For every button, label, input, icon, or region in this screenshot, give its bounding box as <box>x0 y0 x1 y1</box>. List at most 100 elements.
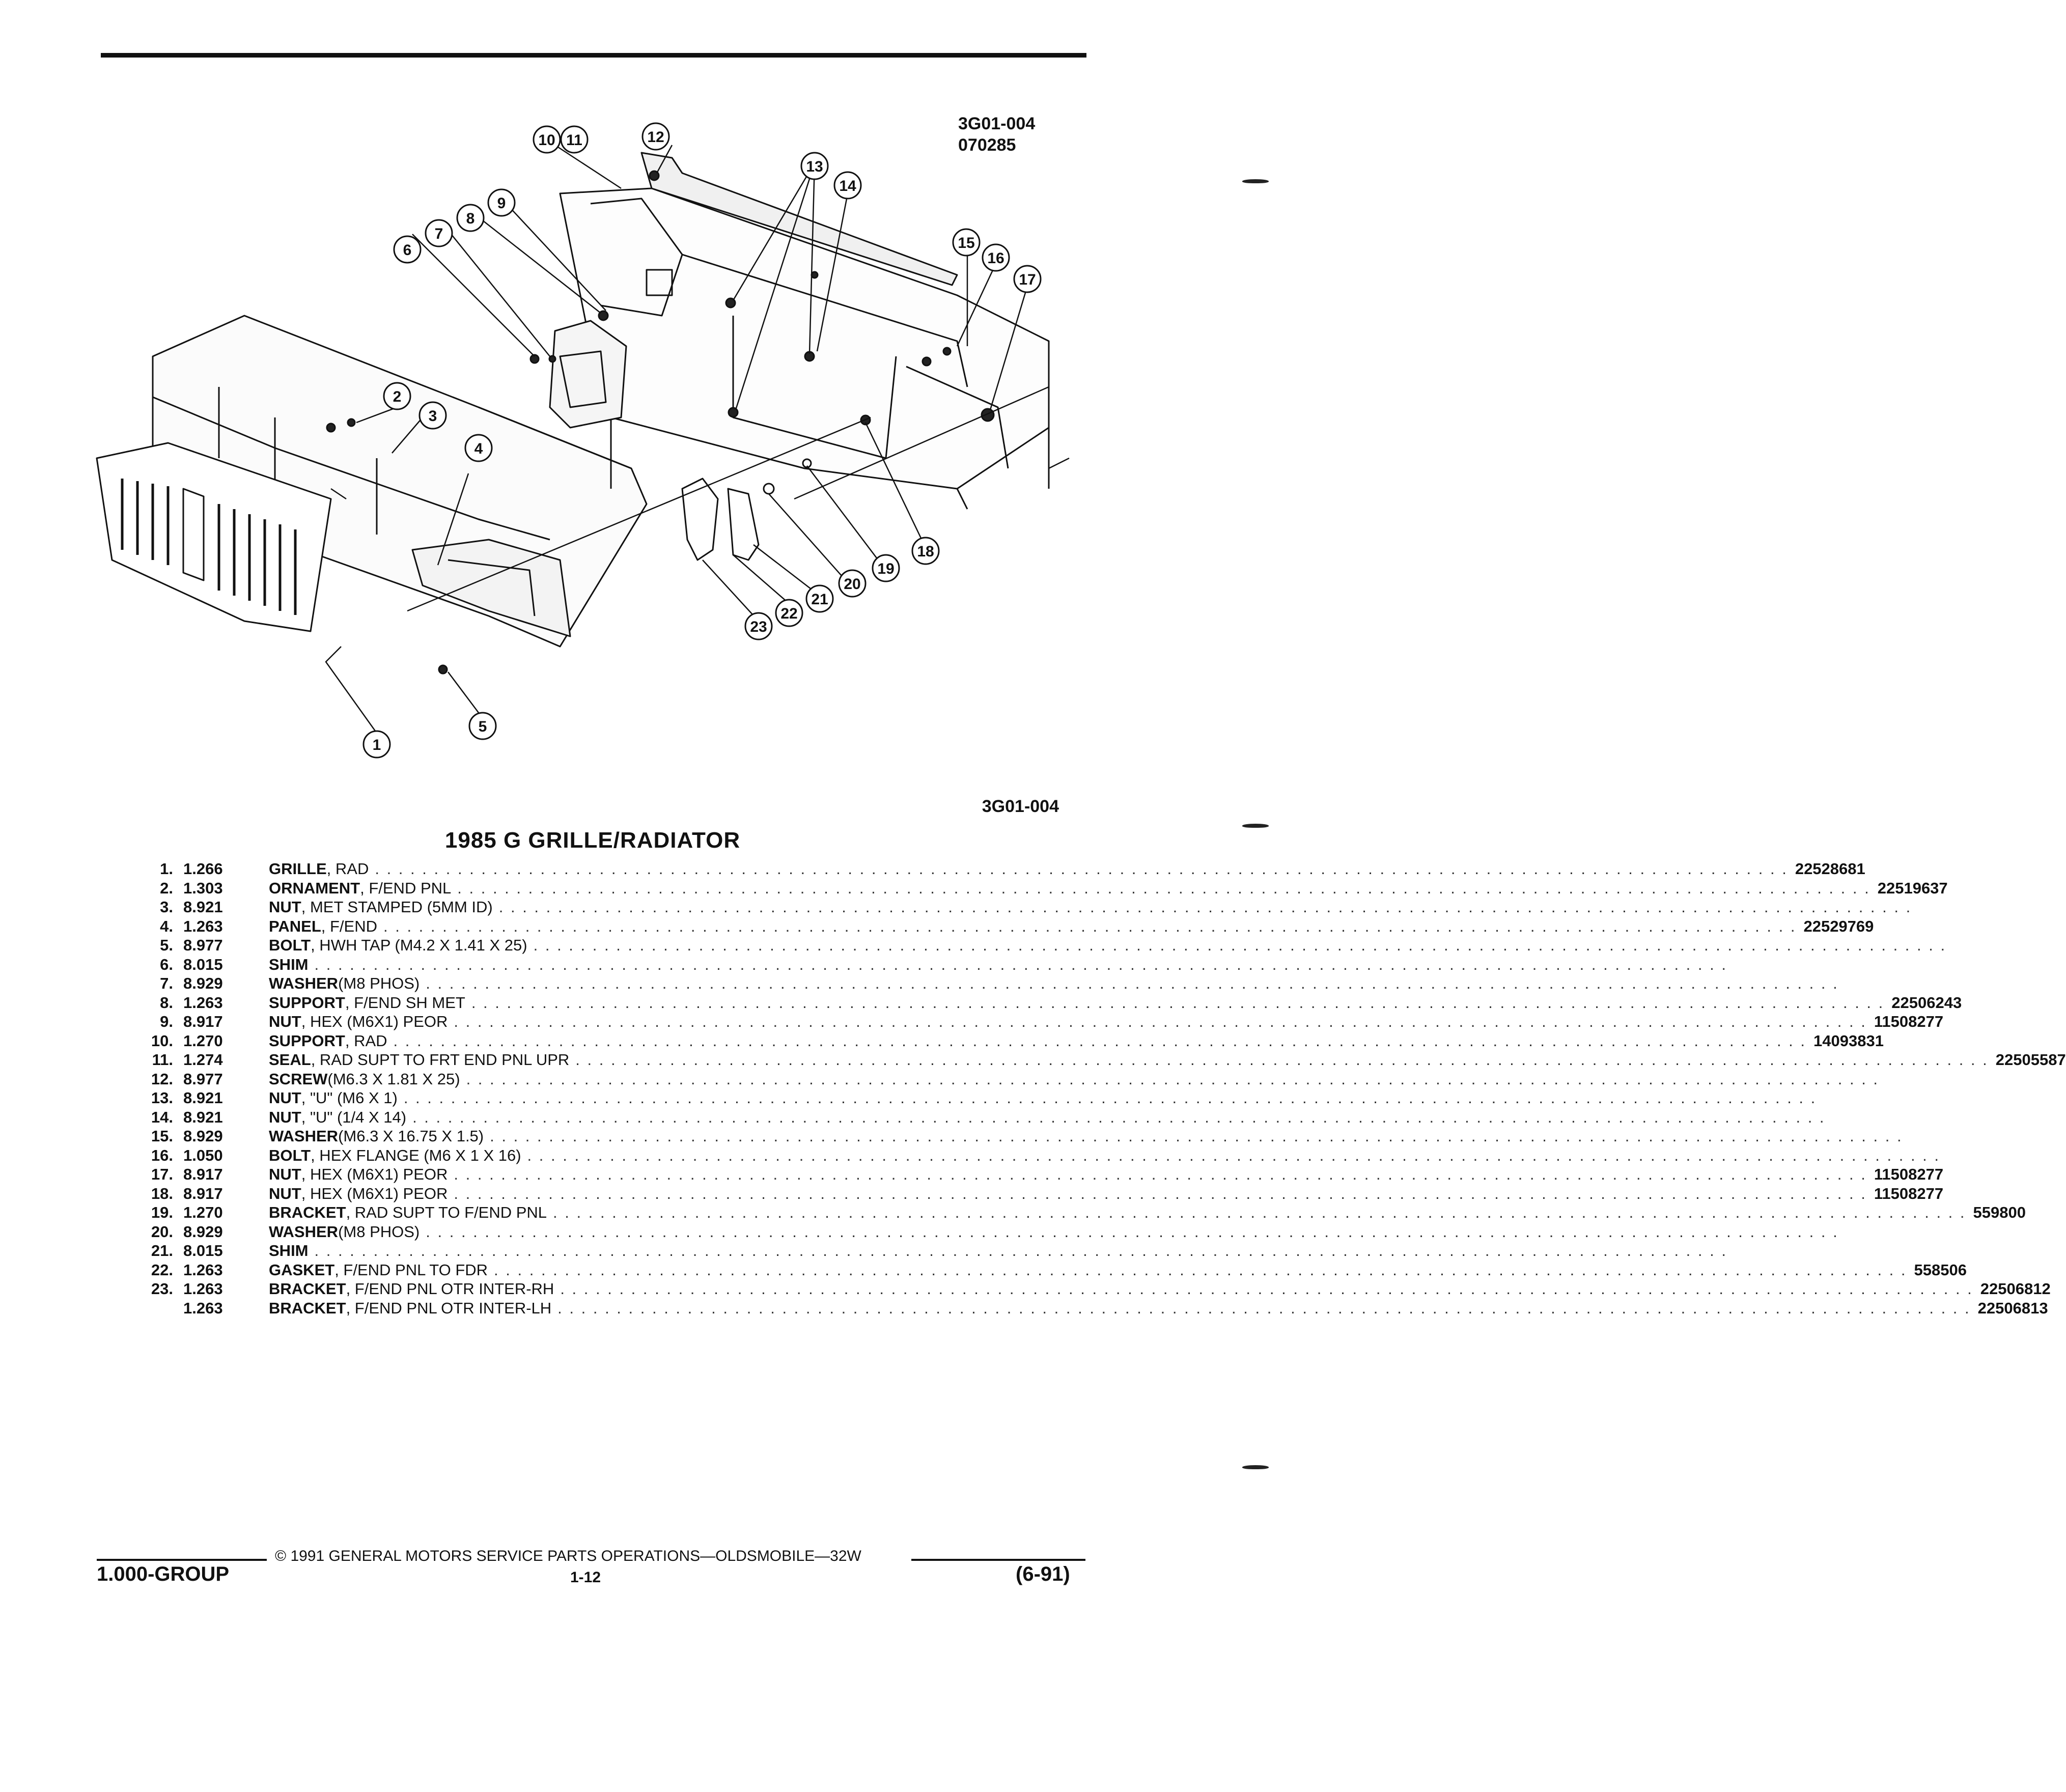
group-code: 1.263 <box>183 917 223 935</box>
item-detail: , MET STAMPED (5MM ID) <box>301 898 493 916</box>
callout-23: 23 <box>744 612 773 640</box>
group-code: 8.921 <box>183 1089 223 1107</box>
item-description: SHIM. . . . . . . . . . . . . . . . . . … <box>269 955 1726 974</box>
item-detail: , HEX (M6X1) PEOR <box>301 1184 448 1202</box>
callout-17: 17 <box>1013 265 1042 293</box>
item-description: SHIM. . . . . . . . . . . . . . . . . . … <box>269 1241 1726 1261</box>
group-code: 8.917 <box>183 1184 223 1202</box>
item-number: 19. <box>151 1203 173 1221</box>
group-code: 8.929 <box>183 1127 223 1145</box>
part-number: 11508277 <box>1874 1184 1944 1202</box>
item-number: 7. <box>160 974 173 992</box>
leader-dots: . . . . . . . . . . . . . . . . . . . . … <box>494 1261 1907 1279</box>
footer-rule-left <box>97 1559 267 1561</box>
callout-11: 11 <box>560 125 589 154</box>
group-code: 8.929 <box>183 1222 223 1241</box>
part-number: 22505587 <box>1995 1051 2066 1069</box>
item-description: NUT, MET STAMPED (5MM ID). . . . . . . .… <box>269 898 1910 917</box>
group-code: 8.977 <box>183 936 223 954</box>
group-code: 1.263 <box>183 993 223 1012</box>
part-number: 22519637 <box>1877 879 1948 897</box>
top-rule <box>101 53 1086 58</box>
item-number: 11. <box>152 1051 173 1069</box>
svg-text:11: 11 <box>566 132 582 149</box>
leader-lines <box>325 144 1070 734</box>
part-number: 11508277 <box>1874 1165 1944 1183</box>
item-detail: , HEX (M6X1) PEOR <box>301 1165 448 1183</box>
callout-14: 14 <box>833 171 862 200</box>
group-label: 1.000-GROUP <box>97 1563 230 1585</box>
callout-7: 7 <box>425 219 453 247</box>
item-description: NUT, HEX (M6X1) PEOR. . . . . . . . . . … <box>269 1184 1943 1203</box>
item-name: GRILLE <box>269 860 327 878</box>
leader-dots: . . . . . . . . . . . . . . . . . . . . … <box>314 1242 1727 1259</box>
item-number: 23. <box>151 1280 173 1298</box>
item-name: SUPPORT <box>269 993 345 1012</box>
item-detail: (M8 PHOS) <box>338 1222 420 1241</box>
leader-dots: . . . . . . . . . . . . . . . . . . . . … <box>454 1013 1867 1030</box>
item-number: 2. <box>160 879 173 897</box>
item-name: BRACKET <box>269 1280 346 1298</box>
callout-12: 12 <box>641 122 670 151</box>
svg-text:12: 12 <box>647 129 664 146</box>
item-description: PANEL, F/END. . . . . . . . . . . . . . … <box>269 917 1874 936</box>
item-name: GASKET <box>269 1261 335 1279</box>
callout-21: 21 <box>805 584 834 613</box>
group-code: 8.917 <box>183 1165 223 1183</box>
item-description: ORNAMENT, F/END PNL. . . . . . . . . . .… <box>269 879 1948 898</box>
item-description: NUT, "U" (M6 X 1). . . . . . . . . . . .… <box>269 1088 1815 1108</box>
callout-3: 3 <box>418 401 447 430</box>
radiator-support <box>559 152 1050 510</box>
group-code: 8.929 <box>183 974 223 992</box>
item-name: BOLT <box>269 936 311 954</box>
item-number: 14. <box>151 1108 173 1126</box>
item-description: GASKET, F/END PNL TO FDR. . . . . . . . … <box>269 1261 1967 1280</box>
svg-text:8: 8 <box>466 210 475 227</box>
part-number: 22506243 <box>1891 993 1962 1012</box>
leader-dots: . . . . . . . . . . . . . . . . . . . . … <box>553 1203 1966 1221</box>
leader-dots: . . . . . . . . . . . . . . . . . . . . … <box>471 993 1885 1012</box>
svg-text:21: 21 <box>811 591 828 608</box>
item-detail: , HEX FLANGE (M6 X 1 X 16) <box>311 1146 521 1164</box>
item-description: NUT, HEX (M6X1) PEOR. . . . . . . . . . … <box>269 1165 1943 1184</box>
leader-dots: . . . . . . . . . . . . . . . . . . . . … <box>527 1146 1941 1164</box>
copyright-line: © 1991 GENERAL MOTORS SERVICE PARTS OPER… <box>275 1548 861 1564</box>
item-detail: , RAD <box>326 860 369 878</box>
part-number: 22529769 <box>1803 917 1874 935</box>
part-number: 559800 <box>1973 1203 2026 1221</box>
item-description: BOLT, HWH TAP (M4.2 X 1.41 X 25). . . . … <box>269 936 1945 955</box>
item-name: PANEL <box>269 917 321 935</box>
group-code: 8.977 <box>183 1070 223 1088</box>
item-description: NUT, HEX (M6X1) PEOR. . . . . . . . . . … <box>269 1012 1943 1031</box>
item-number: 5. <box>160 936 173 954</box>
exploded-parts-diagram: 1 2 3 4 5 6 7 8 9 10 11 12 13 14 15 16 1… <box>96 122 1070 759</box>
svg-text:16: 16 <box>987 250 1004 267</box>
leader-dots: . . . . . . . . . . . . . . . . . . . . … <box>383 917 1797 935</box>
figure-id: 3G01-004 070285 <box>958 113 1035 156</box>
leader-dots: . . . . . . . . . . . . . . . . . . . . … <box>375 860 1788 878</box>
item-number: 17. <box>151 1165 173 1183</box>
leader-dots: . . . . . . . . . . . . . . . . . . . . … <box>498 898 1912 916</box>
svg-text:15: 15 <box>958 235 974 251</box>
item-description: BRACKET, F/END PNL OTR INTER-LH. . . . .… <box>269 1299 2048 1318</box>
item-detail: , HEX (M6X1) PEOR <box>301 1013 448 1030</box>
svg-text:13: 13 <box>806 158 823 175</box>
item-number: 3. <box>160 898 173 916</box>
item-detail: , "U" (M6 X 1) <box>301 1089 398 1107</box>
leader-dots: . . . . . . . . . . . . . . . . . . . . … <box>314 955 1727 973</box>
parts-row: 17. 8.917 NUT, HEX (M6X1) PEOR. . . . . . … <box>137 1165 1943 1184</box>
group-code: 1.263 <box>183 1299 223 1317</box>
scan-mark <box>1242 179 1269 183</box>
group-code: 1.270 <box>183 1031 223 1050</box>
item-detail: , HWH TAP (M4.2 X 1.41 X 25) <box>311 936 527 954</box>
item-number: 22. <box>151 1261 173 1279</box>
svg-text:20: 20 <box>844 576 860 593</box>
callout-19: 19 <box>872 554 900 582</box>
item-detail: , "U" (1/4 X 14) <box>301 1108 407 1126</box>
